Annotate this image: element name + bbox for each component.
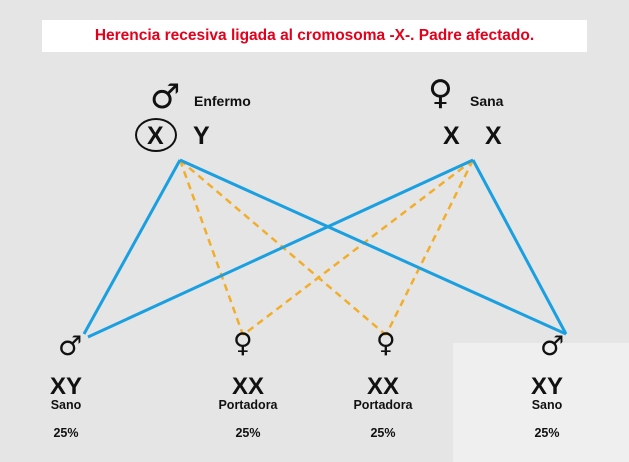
father-to-daughter-1-line xyxy=(178,159,245,336)
father-status-label: Enfermo xyxy=(194,93,251,109)
offspring-genotype: XX xyxy=(231,373,264,400)
mother-to-daughter-2-line xyxy=(384,159,475,336)
offspring-percent: 25% xyxy=(370,426,396,440)
offspring-percent: 25% xyxy=(53,426,79,440)
mother-x-chromosome-2: X xyxy=(485,122,502,150)
offspring-son-1: XY Sano 25% xyxy=(11,373,121,441)
female-symbol-icon: ♀ xyxy=(376,328,396,359)
offspring-percent: 25% xyxy=(534,426,560,440)
offspring-status: Sano xyxy=(50,398,82,412)
offspring-status: Sano xyxy=(531,398,563,412)
male-symbol-icon: ♂ xyxy=(540,331,565,362)
father-y-chromosome: Y xyxy=(193,122,210,150)
offspring-status: Portadora xyxy=(353,398,413,412)
affected-x-circle xyxy=(135,118,177,152)
offspring-daughter-1: XX Portadora 25% xyxy=(193,373,303,441)
mother-to-son-1-line xyxy=(87,158,474,339)
offspring-genotype: XY xyxy=(49,373,82,400)
diagram-title: Herencia recesiva ligada al cromosoma -X… xyxy=(94,27,535,44)
male-symbol-icon: ♂ xyxy=(150,77,181,117)
background-panel xyxy=(453,343,629,462)
offspring-daughter-2: XX Portadora 25% xyxy=(328,373,438,441)
offspring-genotype: XY xyxy=(530,373,563,400)
female-symbol-icon: ♀ xyxy=(428,73,453,113)
female-symbol-icon: ♀ xyxy=(233,328,253,359)
offspring-genotype: XX xyxy=(366,373,399,400)
mother-to-daughter-1-line xyxy=(242,159,474,336)
offspring-son-2: XY Sano 25% xyxy=(492,373,602,441)
mother-status-label: Sana xyxy=(470,93,504,109)
title-banner: Herencia recesiva ligada al cromosoma -X… xyxy=(42,20,587,52)
male-symbol-icon: ♂ xyxy=(58,331,83,362)
father-to-son-2-line xyxy=(179,158,567,336)
mother-x-chromosome-1: X xyxy=(443,122,460,150)
offspring-status: Portadora xyxy=(218,398,278,412)
offspring-percent: 25% xyxy=(235,426,261,440)
father-x-chromosome: X xyxy=(147,122,164,150)
mother-to-son-2-line xyxy=(471,159,568,335)
father-to-son-1-line xyxy=(82,159,182,335)
